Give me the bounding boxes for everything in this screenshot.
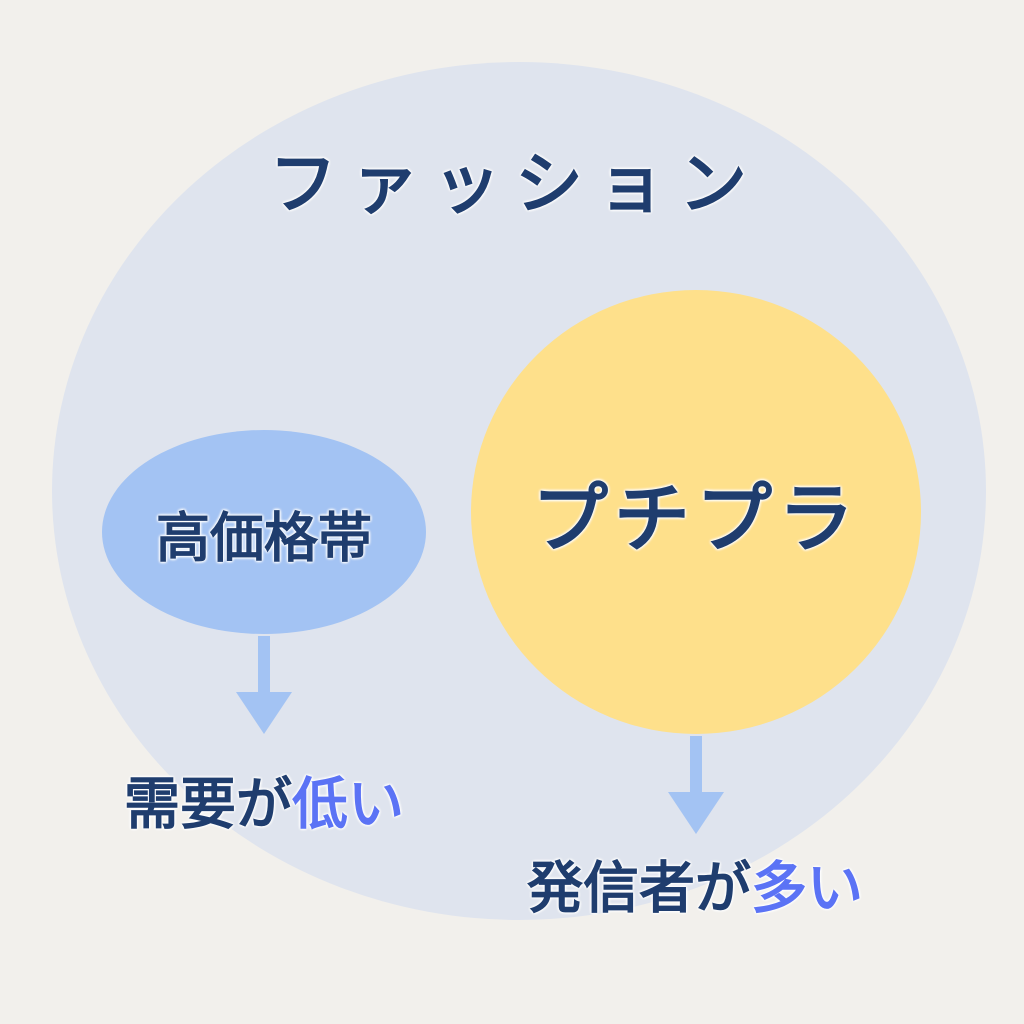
arrow-down-icon [668, 736, 724, 834]
arrow-down-icon [236, 636, 292, 734]
result-accent: 多い [751, 856, 863, 922]
petit-price-result: 発信者が多い [527, 844, 863, 925]
high-price-ellipse [102, 430, 426, 634]
petit-price-label: プチプラ [532, 474, 860, 563]
result-accent: 低い [292, 772, 404, 838]
result-prefix: 需要が [124, 772, 292, 838]
petit-price-circle [471, 290, 921, 734]
title: ファッション [268, 145, 762, 225]
high-price-result: 需要が低い [124, 760, 404, 841]
high-price-label: 高価格帯 [156, 506, 372, 570]
result-prefix: 発信者が [527, 856, 751, 922]
